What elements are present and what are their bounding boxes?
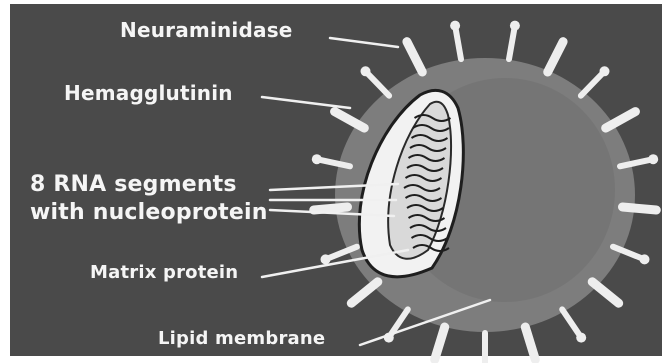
neuraminidase-spike <box>455 26 461 60</box>
neuraminidase-spike <box>581 71 605 95</box>
hemagglutinin-spike <box>435 327 445 360</box>
label-lipid-membrane: Lipid membrane <box>158 328 325 349</box>
neuraminidase-spike <box>562 309 581 337</box>
hemagglutinin-spike <box>525 327 535 360</box>
spike-head <box>576 333 586 343</box>
hemagglutinin-pointer <box>262 97 350 108</box>
hemagglutinin-spike <box>314 207 348 210</box>
hemagglutinin-spike <box>592 282 619 303</box>
hemagglutinin-spike <box>548 42 563 72</box>
spike-head <box>640 254 650 264</box>
neuraminidase-pointer <box>330 38 398 47</box>
spike-head <box>510 21 520 31</box>
label-rna-line1: 8 RNA segments <box>30 172 237 197</box>
spike-head <box>600 66 610 76</box>
label-matrix-protein: Matrix protein <box>90 262 238 283</box>
hemagglutinin-spike <box>407 42 422 72</box>
label-neuraminidase: Neuraminidase <box>120 18 293 42</box>
spike-head <box>648 154 658 164</box>
label-rna-line2: with nucleoprotein <box>30 200 268 225</box>
hemagglutinin-spike <box>351 282 378 303</box>
hemagglutinin-spike <box>623 207 657 210</box>
label-hemagglutinin: Hemagglutinin <box>64 81 233 105</box>
spike-head <box>361 66 371 76</box>
neuraminidase-spike <box>509 26 515 60</box>
spike-head <box>321 254 331 264</box>
spike-head <box>450 21 460 31</box>
spike-head <box>312 154 322 164</box>
neuraminidase-spike <box>366 71 390 95</box>
